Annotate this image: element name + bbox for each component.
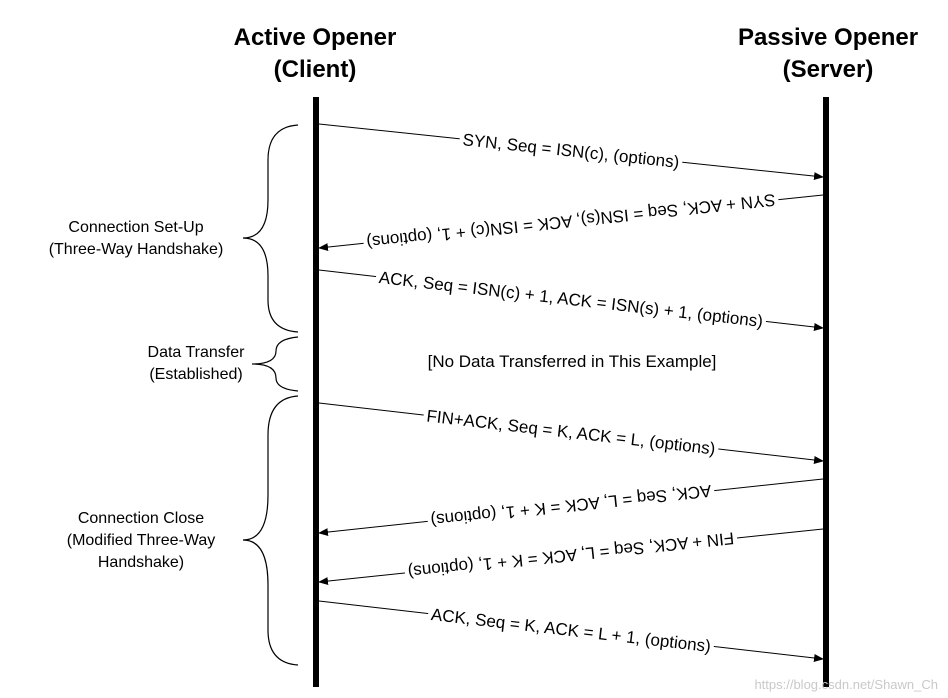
phase-close-line2: (Modified Three-Way	[66, 532, 216, 549]
client-subtitle: (Client)	[273, 56, 357, 83]
phase-label-close: Connection Close (Modified Three-Way Han…	[30, 508, 252, 574]
data-transfer-note: [No Data Transferred in This Example]	[427, 352, 717, 371]
message-label-background	[374, 267, 767, 332]
client-title: Active Opener	[233, 24, 397, 51]
brace-close	[242, 395, 299, 666]
message-group: SYN, Seq = ISN(c), (options) SYN + ACK, S…	[318, 123, 824, 662]
message-label: SYN + ACK, Seq = ISN(s), ACK = ISN(c) + …	[366, 190, 777, 252]
message-label-background	[458, 129, 684, 173]
brace-data	[251, 336, 299, 392]
brace-setup	[242, 124, 299, 333]
phase-data-line2: (Established)	[149, 366, 243, 383]
phase-setup-line2: (Three-Way Handshake)	[48, 241, 224, 258]
message-label: SYN, Seq = ISN(c), (options)	[462, 130, 681, 172]
phase-close-line1: Connection Close	[77, 510, 205, 527]
phase-data-line1: Data Transfer	[147, 344, 245, 361]
message-label-background	[426, 480, 716, 531]
phase-label-setup: Connection Set-Up (Three-Way Handshake)	[22, 217, 250, 261]
message-label-background	[403, 528, 738, 582]
server-subtitle: (Server)	[782, 56, 874, 83]
message-label: FIN + ACK, Seq = L, ACK = K + 1, (option…	[407, 528, 735, 581]
message-label-background	[362, 189, 780, 253]
client-header: Active Opener (Client)	[205, 22, 425, 86]
message-label: FIN+ACK, Seq = K, ACK = L, (options)	[426, 406, 717, 458]
server-header: Passive Opener (Server)	[718, 22, 938, 86]
phase-close-line3: Handshake)	[97, 554, 185, 571]
message-label: ACK, Seq = L, ACK = K + 1, (options)	[430, 481, 712, 530]
message-label-background	[422, 406, 720, 459]
watermark-text: https://blog.csdn.net/Shawn_Ch	[754, 677, 938, 692]
phase-label-data: Data Transfer (Established)	[118, 342, 274, 386]
message-label: ACK, Seq = K, ACK = L + 1, (options)	[430, 605, 712, 656]
message-label: ACK, Seq = ISN(c) + 1, ACK = ISN(s) + 1,…	[378, 268, 764, 331]
server-title: Passive Opener	[737, 24, 919, 51]
message-label-background	[427, 604, 715, 657]
phase-setup-line1: Connection Set-Up	[68, 219, 204, 236]
